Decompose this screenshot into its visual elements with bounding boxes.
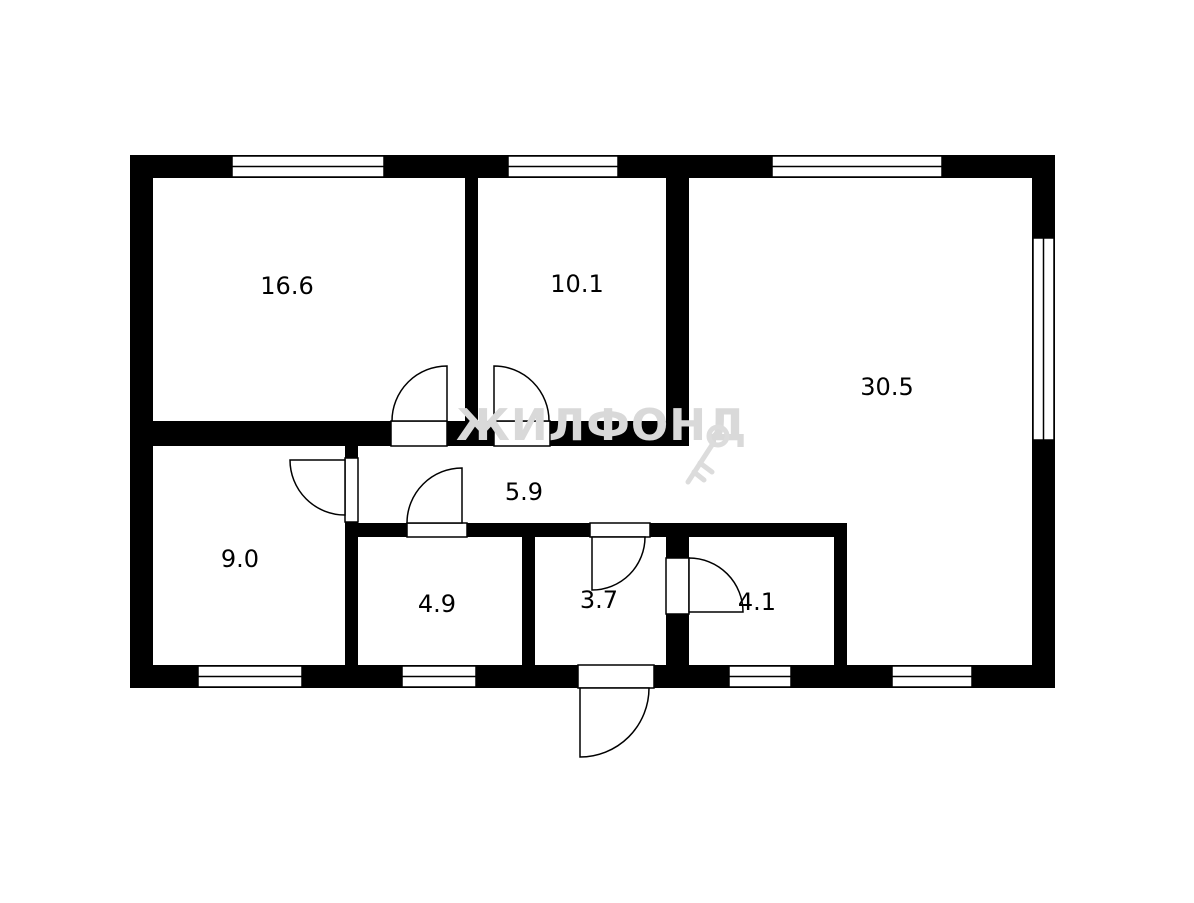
door-swing <box>579 687 650 758</box>
door-frame <box>344 457 359 523</box>
door-frame <box>390 420 448 447</box>
key-icon <box>685 424 730 485</box>
door-openings <box>344 420 690 689</box>
door-swing <box>688 557 744 613</box>
watermark-text: ЖИЛФОНД <box>456 400 747 451</box>
door-swing <box>591 536 646 591</box>
door-frame <box>665 557 690 615</box>
room-label-4-9: 4.9 <box>418 590 456 618</box>
door-frame <box>589 522 651 538</box>
door-frame <box>406 522 468 538</box>
outer-wall-left <box>130 155 153 688</box>
door-swing <box>493 365 550 422</box>
door-swing <box>289 459 346 516</box>
room-labels: 16.6 10.1 30.5 5.9 9.0 4.9 3.7 4.1 <box>221 270 914 618</box>
wall-10-30 <box>666 178 689 446</box>
door-swings <box>289 365 744 758</box>
door-frame <box>577 664 655 689</box>
room-label-3-7: 3.7 <box>580 586 618 614</box>
room-label-9-0: 9.0 <box>221 545 259 573</box>
watermark: ЖИЛФОНД <box>456 400 747 485</box>
room-label-16-6: 16.6 <box>260 272 313 300</box>
wall-4-1-30 <box>834 523 847 665</box>
door-frame <box>493 420 551 447</box>
wall-4-9-3-7 <box>522 537 535 665</box>
wall-16-10 <box>465 178 478 430</box>
door-swing <box>406 467 463 524</box>
room-label-5-9: 5.9 <box>505 478 543 506</box>
room-label-4-1: 4.1 <box>738 588 776 616</box>
door-swing <box>391 365 448 422</box>
room-label-30-5: 30.5 <box>860 373 913 401</box>
room-label-10-1: 10.1 <box>550 270 603 298</box>
windows <box>197 155 1055 688</box>
